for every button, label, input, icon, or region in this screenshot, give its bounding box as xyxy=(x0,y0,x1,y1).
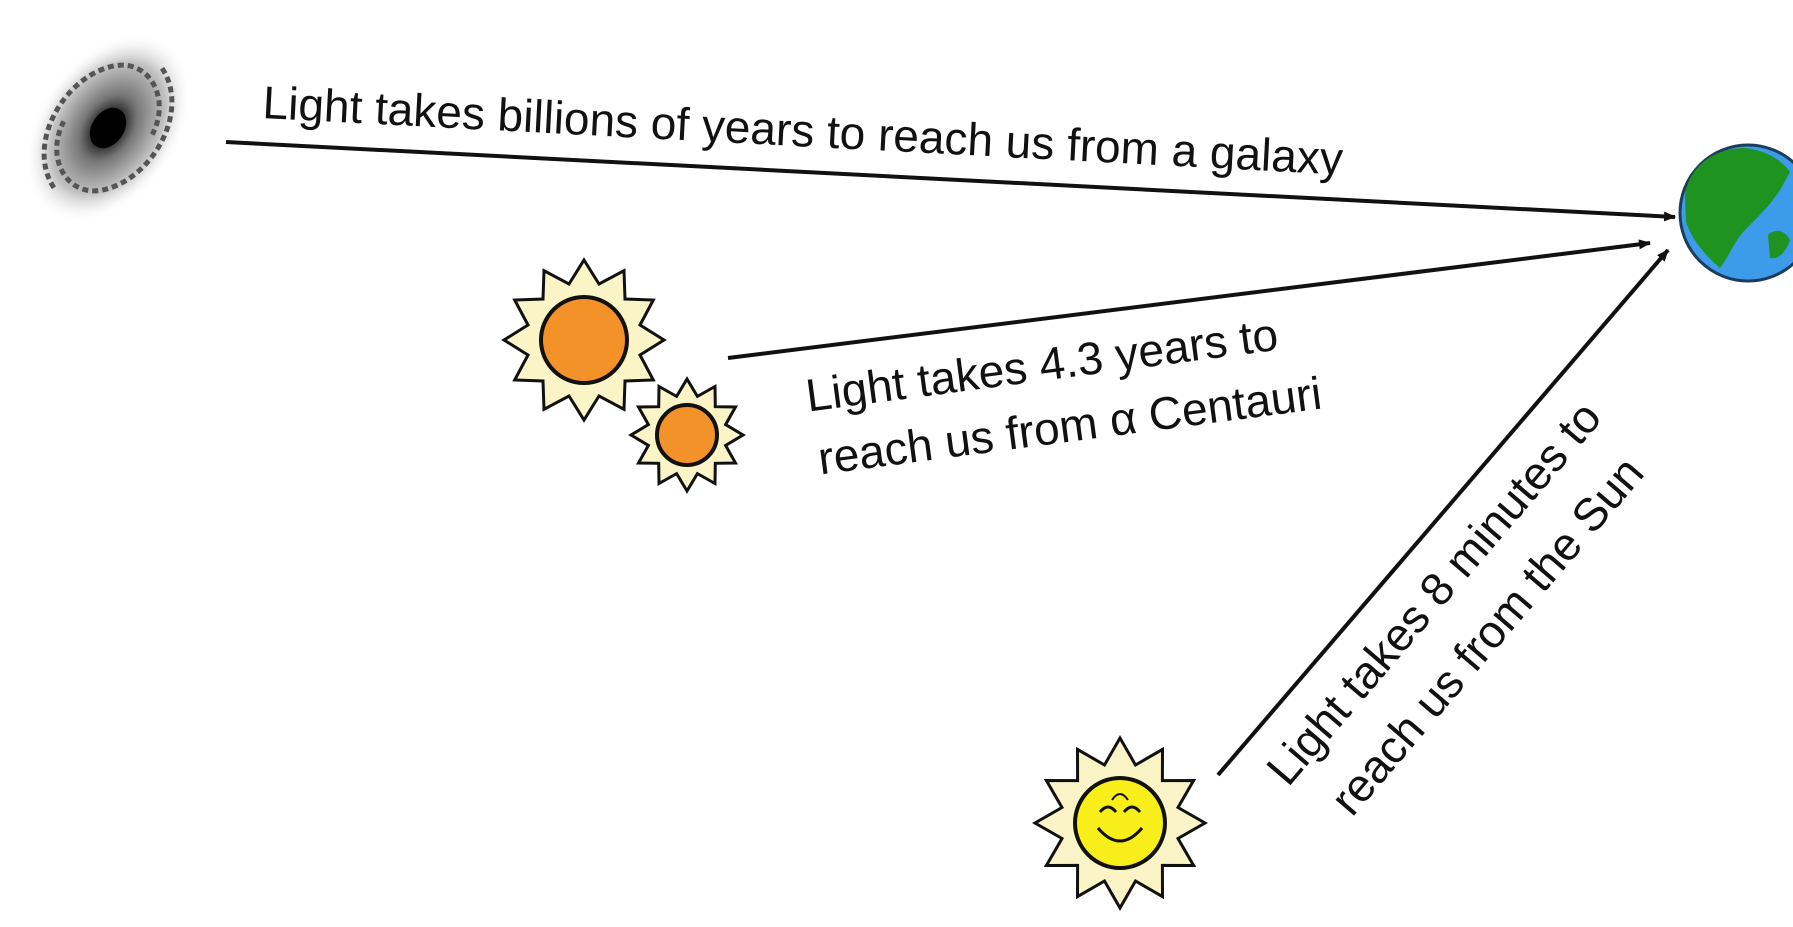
sun-icon xyxy=(1031,734,1209,912)
earth-icon xyxy=(1678,143,1793,283)
alpha-centauri-icon xyxy=(501,257,746,494)
galaxy-label: Light takes billions of years to reach u… xyxy=(261,76,1344,185)
arrow-sun-to-earth xyxy=(1216,248,1670,777)
arrow-galaxy-to-earth xyxy=(225,140,1676,222)
arrow-centauri-to-earth xyxy=(727,239,1651,360)
galaxy-icon xyxy=(24,33,192,223)
